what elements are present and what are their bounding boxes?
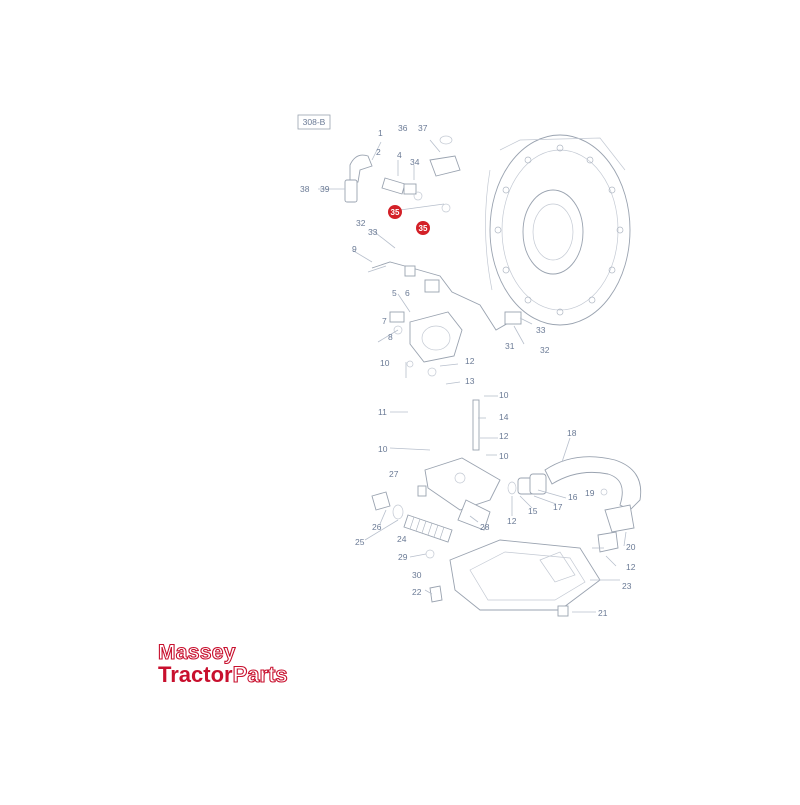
callout-1: 1 xyxy=(378,128,383,138)
callout-7: 7 xyxy=(382,316,387,326)
callout-10d: 10 xyxy=(499,451,509,461)
valve-base xyxy=(424,457,501,531)
oil-pan xyxy=(449,539,601,611)
hose-18 xyxy=(544,456,642,553)
callout-35a: 35 xyxy=(391,208,400,217)
union-37 xyxy=(429,135,461,177)
connector-4 xyxy=(381,177,417,195)
callout-11: 11 xyxy=(378,407,387,417)
logo-line-1: Massey xyxy=(157,641,236,664)
callout-8: 8 xyxy=(388,332,393,342)
drive-housing xyxy=(485,134,631,326)
highlight-marker-35b: 35 xyxy=(416,221,430,235)
callout-33a: 33 xyxy=(368,227,378,237)
callout-32b: 32 xyxy=(540,345,550,355)
brand-logo: Massey TractorParts xyxy=(157,641,288,687)
callout-33b: 33 xyxy=(536,325,546,335)
elbow-fitting xyxy=(349,154,373,183)
callout-37: 37 xyxy=(418,123,428,133)
pipe-assembly-upper xyxy=(367,261,522,331)
callout-28: 28 xyxy=(480,522,490,532)
callout-5: 5 xyxy=(392,288,397,298)
callout-17: 17 xyxy=(553,502,563,512)
callout-4: 4 xyxy=(397,150,402,160)
callout-20: 20 xyxy=(626,542,636,552)
hose-24 xyxy=(371,491,453,543)
callout-6: 6 xyxy=(405,288,410,298)
callout-labels: 1 2 4 36 37 34 38 39 35 35 32 33 9 5 6 7… xyxy=(300,123,636,618)
pipes-middle xyxy=(406,360,480,470)
leader-lines xyxy=(318,139,627,613)
callout-15: 15 xyxy=(528,506,538,516)
callout-19: 19 xyxy=(585,488,595,498)
reference-code-box: 308-B xyxy=(297,114,331,130)
logo-line-2: TractorParts xyxy=(158,662,288,687)
callout-38: 38 xyxy=(300,184,310,194)
logo-word-tractor: Tractor xyxy=(158,662,233,687)
callout-2: 2 xyxy=(376,147,381,157)
callout-35b: 35 xyxy=(419,224,428,233)
callout-9: 9 xyxy=(352,244,357,254)
callout-39: 39 xyxy=(320,184,330,194)
callout-30: 30 xyxy=(412,570,422,580)
callout-34: 34 xyxy=(410,157,420,167)
callout-32a: 32 xyxy=(356,218,366,228)
callout-25: 25 xyxy=(355,537,365,547)
callout-12a: 12 xyxy=(465,356,475,366)
callout-36: 36 xyxy=(398,123,408,133)
fittings-15-17 xyxy=(507,473,608,496)
callout-21: 21 xyxy=(598,608,608,618)
callout-12d: 12 xyxy=(626,562,636,572)
callout-26: 26 xyxy=(372,522,382,532)
callout-10b: 10 xyxy=(499,390,509,400)
highlight-marker-35a: 35 xyxy=(388,205,402,219)
callout-23: 23 xyxy=(622,581,632,591)
reference-code: 308-B xyxy=(303,117,326,127)
callout-10c: 10 xyxy=(378,444,388,454)
callout-13: 13 xyxy=(465,376,475,386)
callout-14: 14 xyxy=(499,412,509,422)
highlighted-seals xyxy=(399,191,451,213)
callout-16: 16 xyxy=(568,492,578,502)
callout-22: 22 xyxy=(412,587,422,597)
callout-12b: 12 xyxy=(499,431,509,441)
sender-unit xyxy=(344,179,358,203)
callout-29: 29 xyxy=(398,552,408,562)
filter-head xyxy=(389,311,463,363)
callout-10a: 10 xyxy=(380,358,390,368)
logo-word-parts: Parts xyxy=(232,662,288,687)
callout-24: 24 xyxy=(397,534,407,544)
callout-27: 27 xyxy=(389,469,399,479)
callout-18: 18 xyxy=(567,428,577,438)
callout-12c: 12 xyxy=(507,516,517,526)
callout-31: 31 xyxy=(505,341,515,351)
